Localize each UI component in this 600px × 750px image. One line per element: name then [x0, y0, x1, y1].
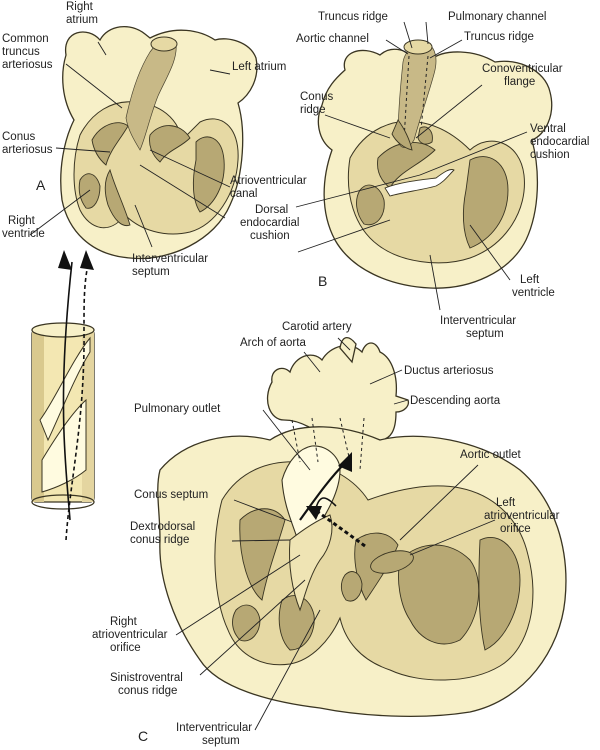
label-b-interventricular-septum: Interventricular septum	[440, 315, 519, 340]
label-a-av-canal: Atrioventricular canal	[230, 175, 310, 200]
label-a-conus-arteriosus: Conus arteriosus	[2, 131, 53, 156]
label-a-dorsal-cushion: Dorsal endocardial cushion	[240, 204, 303, 242]
label-c-interventricular-septum: Interventricular septum	[176, 722, 255, 747]
label-c-dextrodorsal-ridge: Dextrodorsal conus ridge	[130, 521, 198, 546]
label-c-conus-septum: Conus septum	[134, 489, 208, 501]
label-c-descending-aorta: Descending aorta	[410, 395, 501, 407]
label-b-conus-ridge: Conus ridge	[300, 91, 336, 116]
label-b-pulmonary-channel: Pulmonary channel	[448, 11, 546, 23]
label-a-interventricular-septum: Interventricular septum	[132, 253, 211, 278]
leader-lines	[29, 21, 528, 731]
panel-b-letter: B	[318, 273, 327, 289]
spiral-septum-cylinder	[31, 250, 95, 541]
label-c-carotid-artery: Carotid artery	[282, 321, 352, 333]
label-c-pulmonary-outlet: Pulmonary outlet	[134, 403, 221, 415]
label-c-arch-of-aorta: Arch of aorta	[240, 337, 306, 349]
labels: Right atrium Common truncus arteriosus L…	[2, 1, 593, 747]
panel-c-heart-illustration	[157, 337, 567, 718]
label-b-ventral-cushion: Ventral endocardial cushion	[530, 123, 593, 161]
panel-a-letter: A	[36, 177, 46, 193]
label-b-conoventricular-flange: Conoventricular flange	[482, 63, 566, 88]
label-c-aortic-outlet: Aortic outlet	[460, 449, 522, 461]
panel-c-letter: C	[138, 728, 148, 744]
label-b-left-ventricle: Left ventricle	[512, 274, 555, 299]
label-c-right-av-orifice: Right atrioventricular orifice	[92, 616, 171, 654]
label-c-ductus-arteriosus: Ductus arteriosus	[404, 365, 494, 377]
label-a-common-truncus: Common truncus arteriosus	[2, 33, 53, 71]
label-c-left-av-orifice: Left atrioventricular orifice	[484, 497, 563, 535]
label-a-left-atrium: Left atrium	[232, 61, 286, 73]
label-b-truncus-ridge-right: Truncus ridge	[464, 31, 534, 43]
label-b-aortic-channel: Aortic channel	[296, 33, 369, 45]
label-b-truncus-ridge-left: Truncus ridge	[318, 11, 388, 23]
label-a-right-atrium: Right atrium	[66, 1, 98, 26]
panel-a-heart-illustration	[60, 26, 258, 260]
label-c-sinistroventral-ridge: Sinistroventral conus ridge	[110, 672, 186, 697]
label-a-right-ventricle: Right ventricle	[2, 215, 45, 240]
